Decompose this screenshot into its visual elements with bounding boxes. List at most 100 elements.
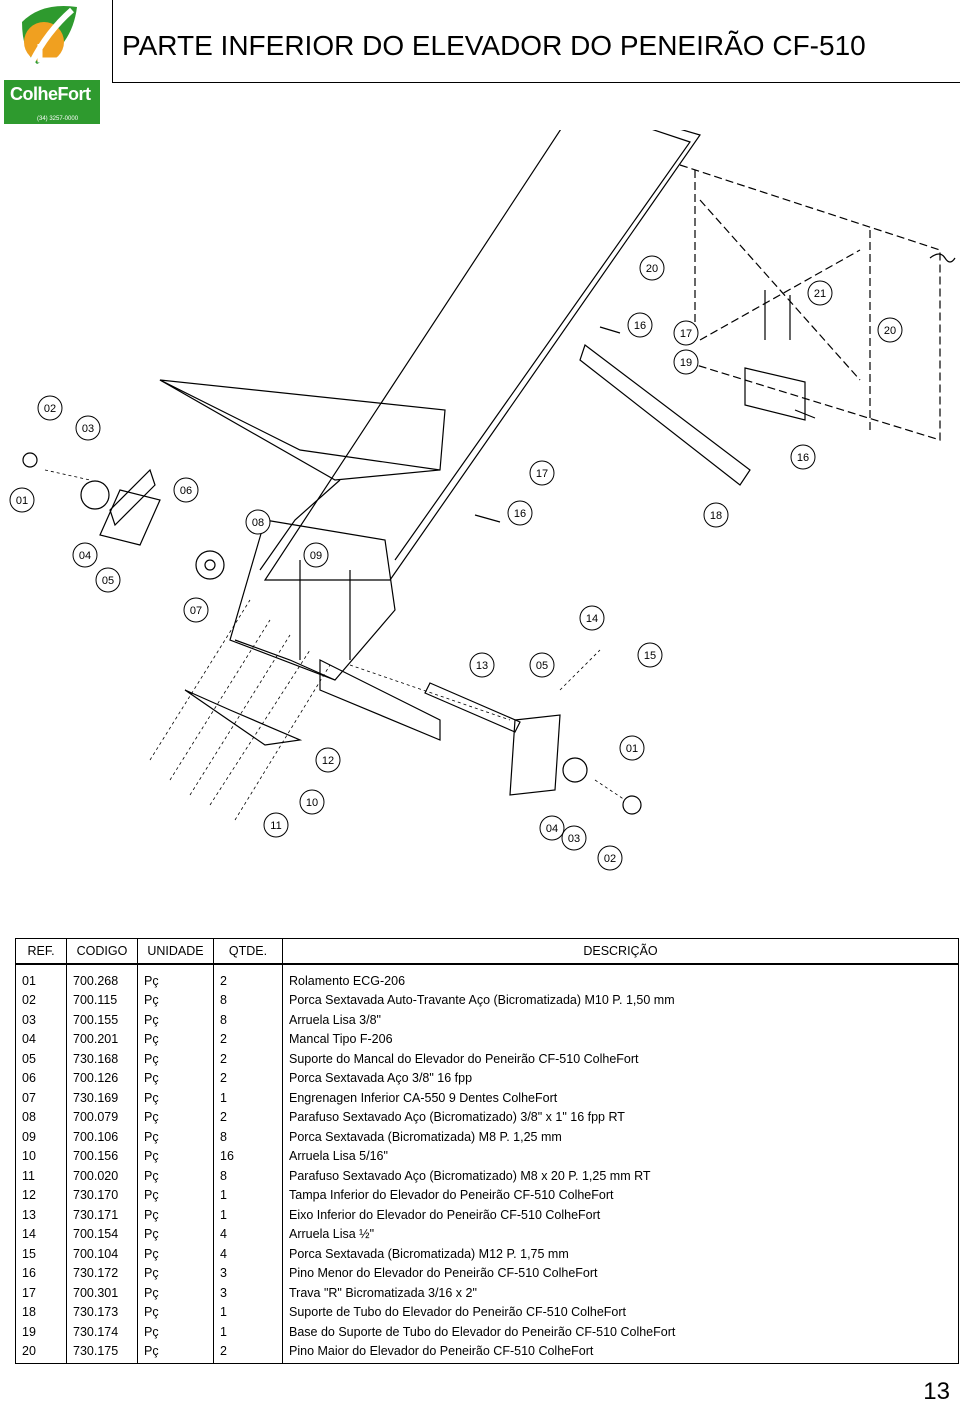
col-qtde: QTDE. [213,938,283,965]
cell-unidade: Pç [137,1205,214,1225]
cell-unidade: Pç [137,990,214,1010]
cell-codigo: 730.169 [66,1088,138,1108]
col-codigo: CODIGO [66,938,138,965]
cell-codigo: 700.079 [66,1107,138,1127]
cell-descricao: Arruela Lisa 3/8" [282,1010,959,1030]
cell-codigo: 700.201 [66,1029,138,1049]
cell-ref: 04 [15,1029,67,1049]
callout-01a: 01 [9,487,35,513]
cell-ref: 05 [15,1049,67,1069]
cell-descricao: Porca Sextavada (Bicromatizada) M12 P. 1… [282,1244,959,1264]
callout-17b: 17 [529,460,555,486]
cell-unidade: Pç [137,964,214,991]
cell-qtde: 1 [213,1185,283,1205]
svg-text:17: 17 [680,328,692,340]
cell-qtde: 16 [213,1146,283,1166]
cell-ref: 16 [15,1263,67,1283]
cell-codigo: 700.104 [66,1244,138,1264]
cell-descricao: Rolamento ECG-206 [282,964,959,991]
cell-codigo: 700.268 [66,964,138,991]
callout-13: 13 [469,652,495,678]
cell-unidade: Pç [137,1263,214,1283]
logo-wordmark: ColheFort [10,84,91,104]
cell-ref: 18 [15,1302,67,1322]
cell-codigo: 700.020 [66,1166,138,1186]
callout-05a: 05 [95,567,121,593]
cell-ref: 13 [15,1205,67,1225]
cell-ref: 08 [15,1107,67,1127]
cell-ref: 15 [15,1244,67,1264]
cell-codigo: 730.175 [66,1341,138,1364]
callout-07: 07 [183,597,209,623]
cell-codigo: 730.174 [66,1322,138,1342]
cell-qtde: 1 [213,1205,283,1225]
cell-unidade: Pç [137,1127,214,1147]
cell-qtde: 8 [213,1127,283,1147]
cell-descricao: Parafuso Sextavado Aço (Bicromatizado) M… [282,1166,959,1186]
callout-12: 12 [315,747,341,773]
svg-text:03: 03 [82,423,94,435]
cell-ref: 20 [15,1341,67,1364]
cell-qtde: 2 [213,1068,283,1088]
svg-text:02: 02 [604,853,616,865]
callout-14: 14 [579,605,605,631]
cell-qtde: 3 [213,1263,283,1283]
cell-unidade: Pç [137,1049,214,1069]
page-header: ColheFort (34) 3257-0000 PARTE INFERIOR … [0,0,960,130]
colhefort-logo: ColheFort (34) 3257-0000 [2,2,102,126]
svg-text:17: 17 [536,468,548,480]
cell-unidade: Pç [137,1088,214,1108]
svg-text:10: 10 [306,797,318,809]
cell-ref: 01 [15,964,67,991]
svg-text:16: 16 [797,452,809,464]
cell-ref: 19 [15,1322,67,1342]
cell-unidade: Pç [137,1166,214,1186]
cell-codigo: 700.155 [66,1010,138,1030]
cell-descricao: Trava "R" Bicromatizada 3/16 x 2" [282,1283,959,1303]
callout-08: 08 [245,509,271,535]
cell-unidade: Pç [137,1224,214,1244]
cell-ref: 12 [15,1185,67,1205]
svg-text:14: 14 [586,613,598,625]
cell-codigo: 700.115 [66,990,138,1010]
svg-text:20: 20 [884,325,896,337]
cell-ref: 14 [15,1224,67,1244]
svg-text:02: 02 [44,403,56,415]
callout-16c: 16 [507,500,533,526]
callout-group: 20 21 16 17 20 19 16 02 03 17 01 06 16 1… [9,255,903,871]
exploded-view-drawing: 20 21 16 17 20 19 16 02 03 17 01 06 16 1… [0,99,960,930]
cell-codigo: 730.173 [66,1302,138,1322]
svg-text:04: 04 [546,823,558,835]
callout-09: 09 [303,542,329,568]
cell-qtde: 4 [213,1224,283,1244]
cell-unidade: Pç [137,1283,214,1303]
callout-17a: 17 [673,320,699,346]
callout-03b: 03 [561,825,587,851]
callout-02b: 02 [597,845,623,871]
callout-03a: 03 [75,415,101,441]
cell-descricao: Arruela Lisa ½" [282,1224,959,1244]
callout-15: 15 [637,642,663,668]
cell-codigo: 730.172 [66,1263,138,1283]
svg-text:13: 13 [476,660,488,672]
callout-10: 10 [299,789,325,815]
callout-01b: 01 [619,735,645,761]
callout-20a: 20 [639,255,665,281]
cell-descricao: Suporte de Tubo do Elevador do Peneirão … [282,1302,959,1322]
callout-16a: 16 [627,312,653,338]
cell-ref: 07 [15,1088,67,1108]
cell-descricao: Arruela Lisa 5/16" [282,1146,959,1166]
cell-unidade: Pç [137,1244,214,1264]
col-unidade: UNIDADE [137,938,214,965]
cell-descricao: Suporte do Mancal do Elevador do Peneirã… [282,1049,959,1069]
cell-ref: 03 [15,1010,67,1030]
svg-text:03: 03 [568,833,580,845]
